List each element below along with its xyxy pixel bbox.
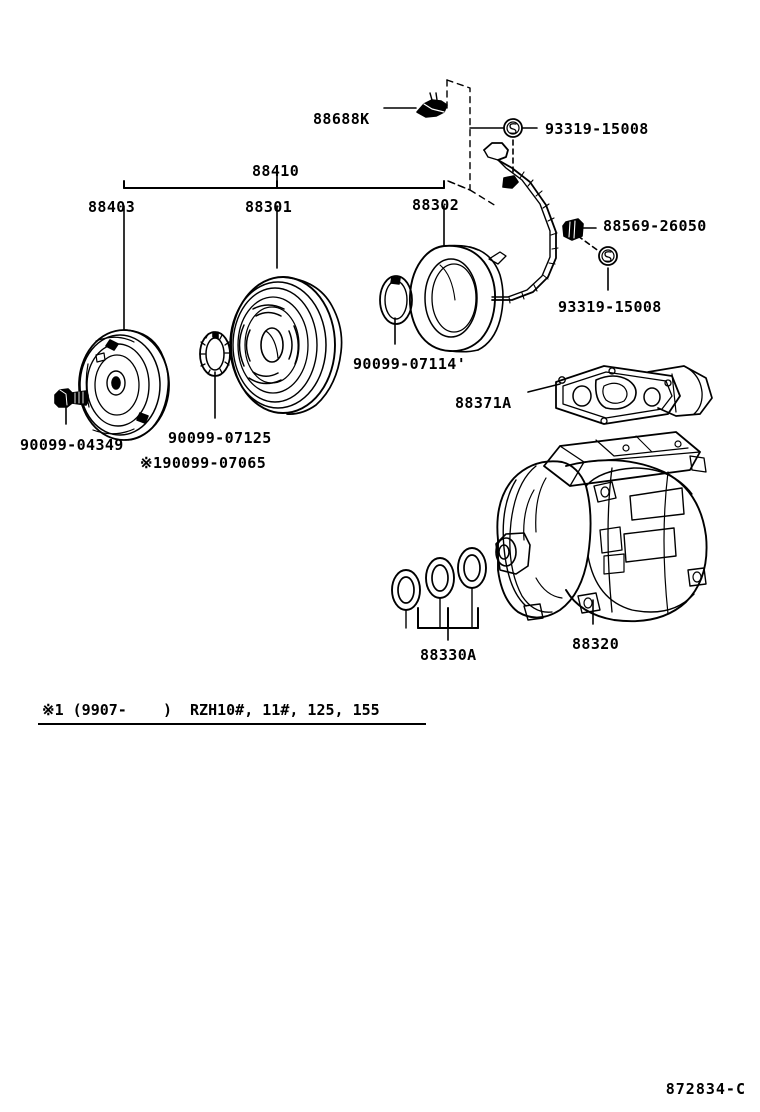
part-88371A-hose-fitting [555,365,713,425]
label-88410: 88410 [252,162,300,180]
wiring-harness [483,142,559,304]
label-88569-26050: 88569-26050 [603,217,707,235]
part-88302-stator [408,244,507,353]
part-90099-07114-snap-ring [379,275,413,325]
part-88320-compressor [495,431,708,623]
drawing-code: 872834-C [665,1080,746,1098]
s-marker-bottom [598,246,618,266]
part-88688K-clip [416,92,448,118]
assembly-guide-dashed [446,79,497,207]
leader-93319-bottom-dash [577,235,601,253]
label-88403: 88403 [88,198,136,216]
label-190099-07065: ※190099-07065 [140,454,267,472]
label-88320: 88320 [572,635,620,653]
label-90099-04349: 90099-04349 [20,436,124,454]
part-88403-clutch-hub [78,329,170,441]
o-ring-3 [457,547,487,589]
label-88330A: 88330A [420,646,477,664]
label-88301: 88301 [245,198,293,216]
label-93319-15008-bottom: 93319-15008 [558,298,662,316]
bracket-88330A [417,607,479,641]
label-88302: 88302 [412,196,460,214]
s-marker-top [503,118,523,138]
part-88330A-o-rings [391,547,487,629]
label-93319-15008-top: 93319-15008 [545,120,649,138]
o-ring-1 [391,569,421,611]
footnote-text: ※1 (9907- ) RZH10#, 11#, 125, 155 [42,701,380,719]
leader-88371A [527,383,561,393]
o-ring-2 [425,557,455,599]
footnote-rule [38,723,426,725]
label-88371A: 88371A [455,394,512,412]
label-90099-07114: 90099-07114' [353,355,467,373]
part-90099-07125-snap-ring [199,331,231,377]
part-88301-pulley [229,276,343,415]
label-90099-07125: 90099-07125 [168,429,272,447]
label-88688K: 88688K [313,110,370,128]
assembly-bracket-88410 [123,171,445,189]
part-88569-grommet [562,218,584,241]
part-90099-04349-bolt [54,388,89,408]
